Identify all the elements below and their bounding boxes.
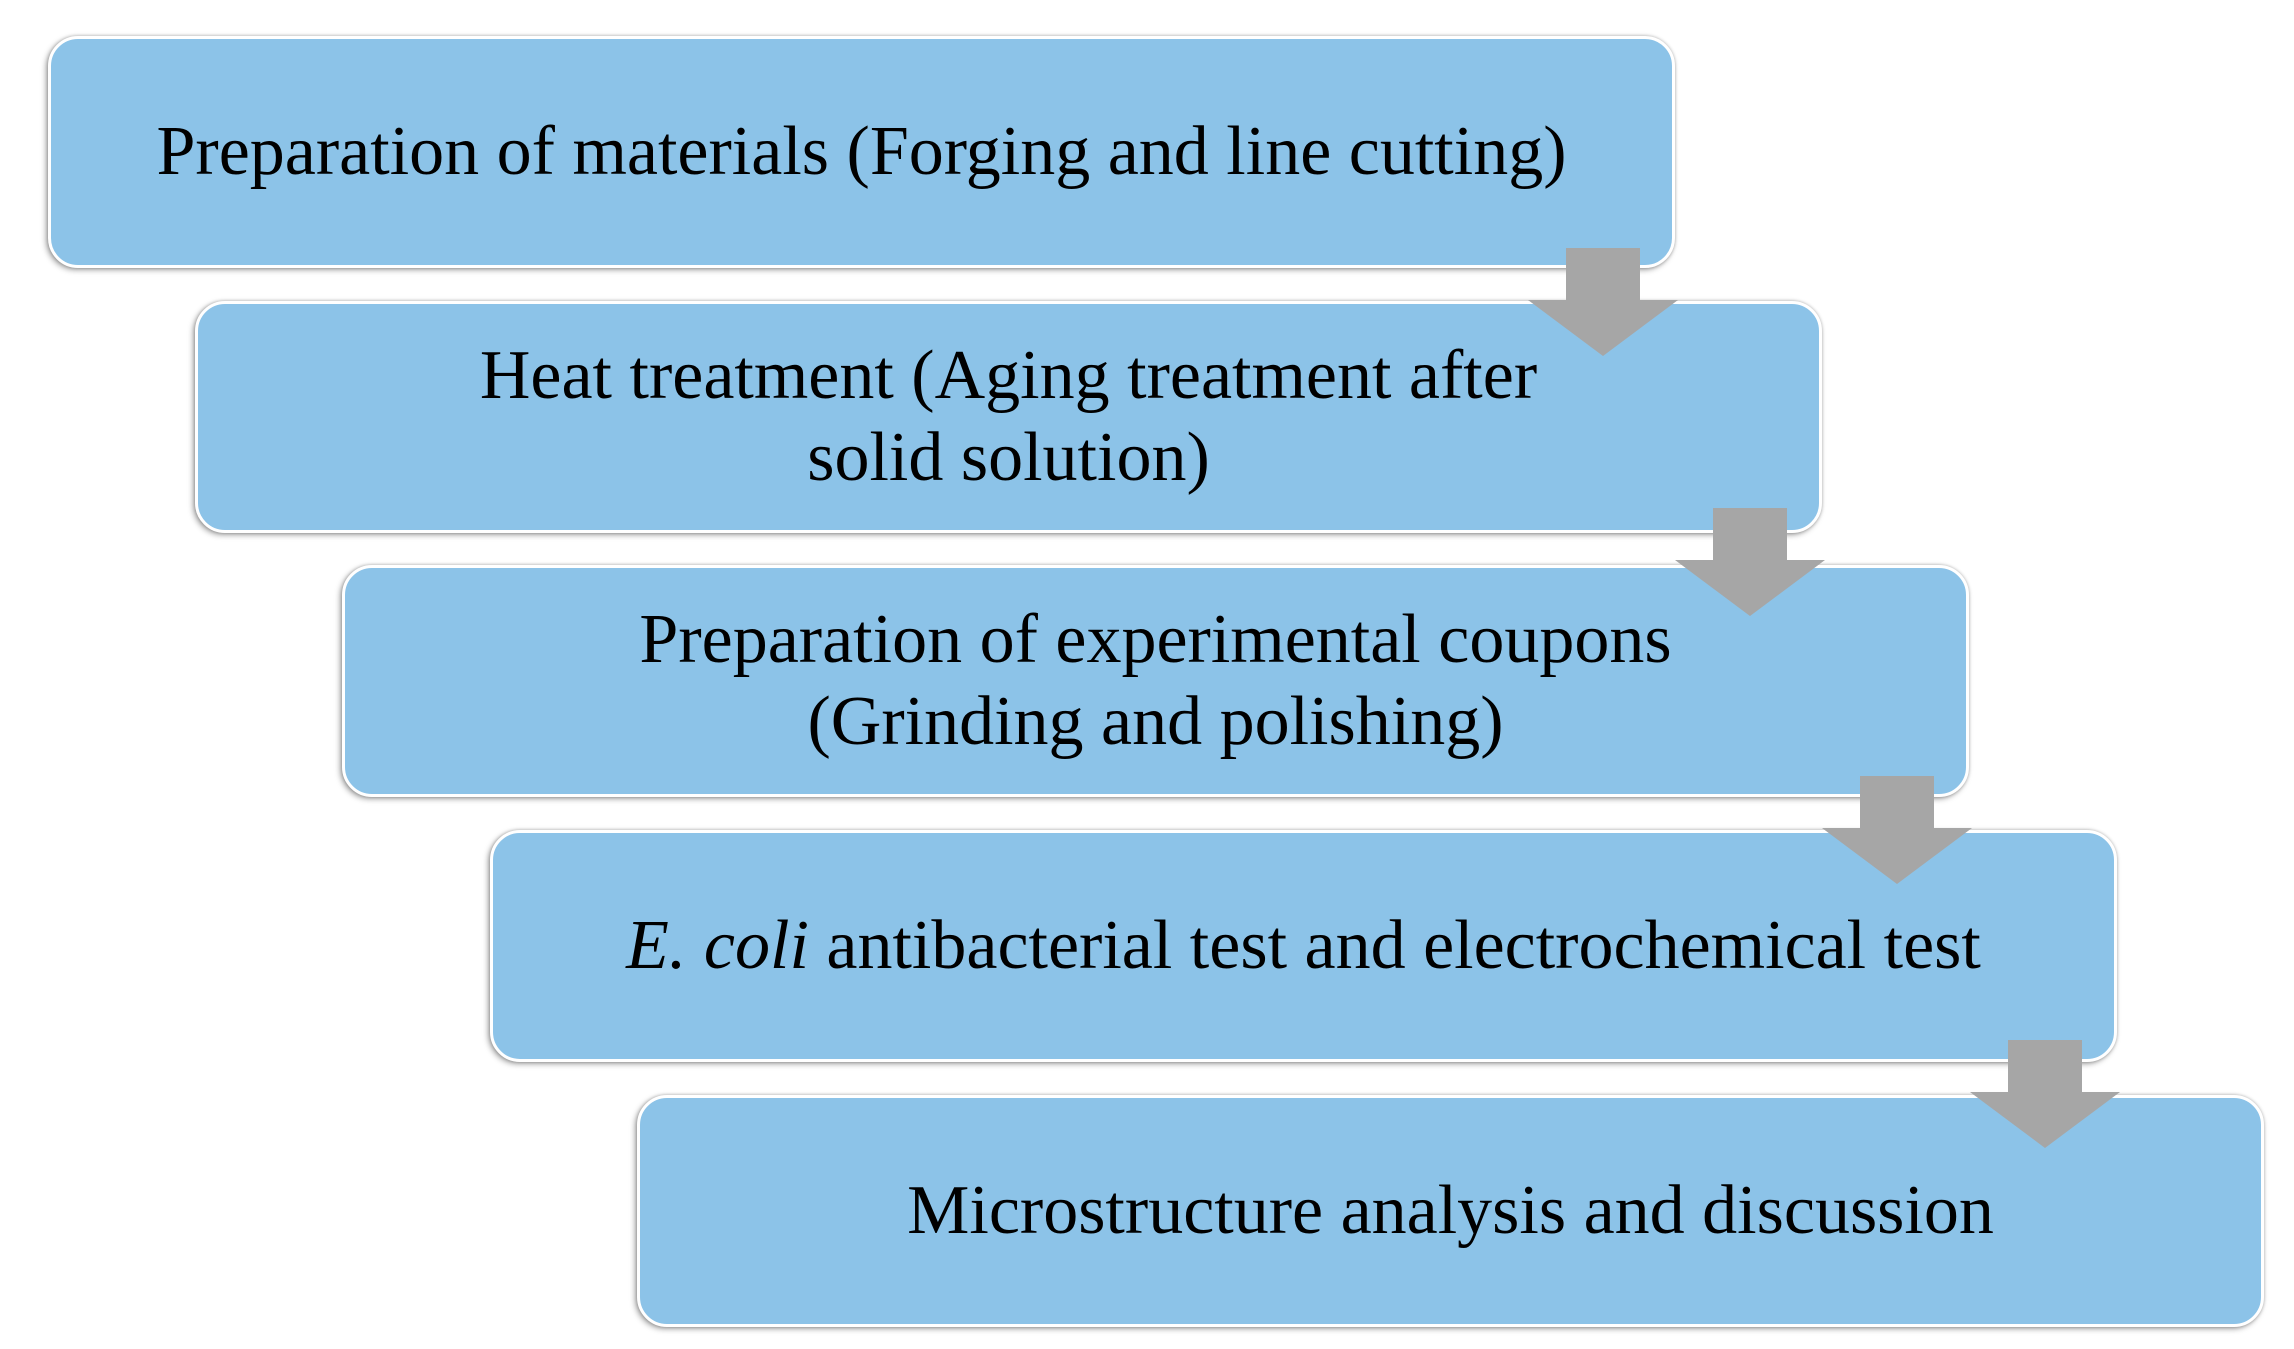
step-label-4-rest: antibacterial test and electrochemical t… xyxy=(808,907,1981,984)
step-label-5: Microstructure analysis and discussion xyxy=(907,1172,1994,1249)
down-arrow-icon xyxy=(1675,508,1825,616)
step-box-5: Microstructure analysis and discussion xyxy=(637,1095,2264,1327)
step-label-4-italic: E. coli xyxy=(626,907,809,984)
step-box-2: Heat treatment (Aging treatment after so… xyxy=(195,301,1822,533)
step-label-2: Heat treatment (Aging treatment after so… xyxy=(479,337,1538,496)
step-box-3: Preparation of experimental coupons (Gri… xyxy=(342,565,1969,797)
step-label-1: Preparation of materials (Forging and li… xyxy=(156,113,1567,190)
step-label-3: Preparation of experimental coupons (Gri… xyxy=(639,601,1672,760)
step-box-1: Preparation of materials (Forging and li… xyxy=(48,36,1675,268)
step-label-4: E. coli antibacterial test and electroch… xyxy=(626,905,1981,987)
down-arrow-icon xyxy=(1528,248,1678,356)
step-box-4: E. coli antibacterial test and electroch… xyxy=(490,830,2117,1062)
down-arrow-icon xyxy=(1822,776,1972,884)
down-arrow-icon xyxy=(1970,1040,2120,1148)
